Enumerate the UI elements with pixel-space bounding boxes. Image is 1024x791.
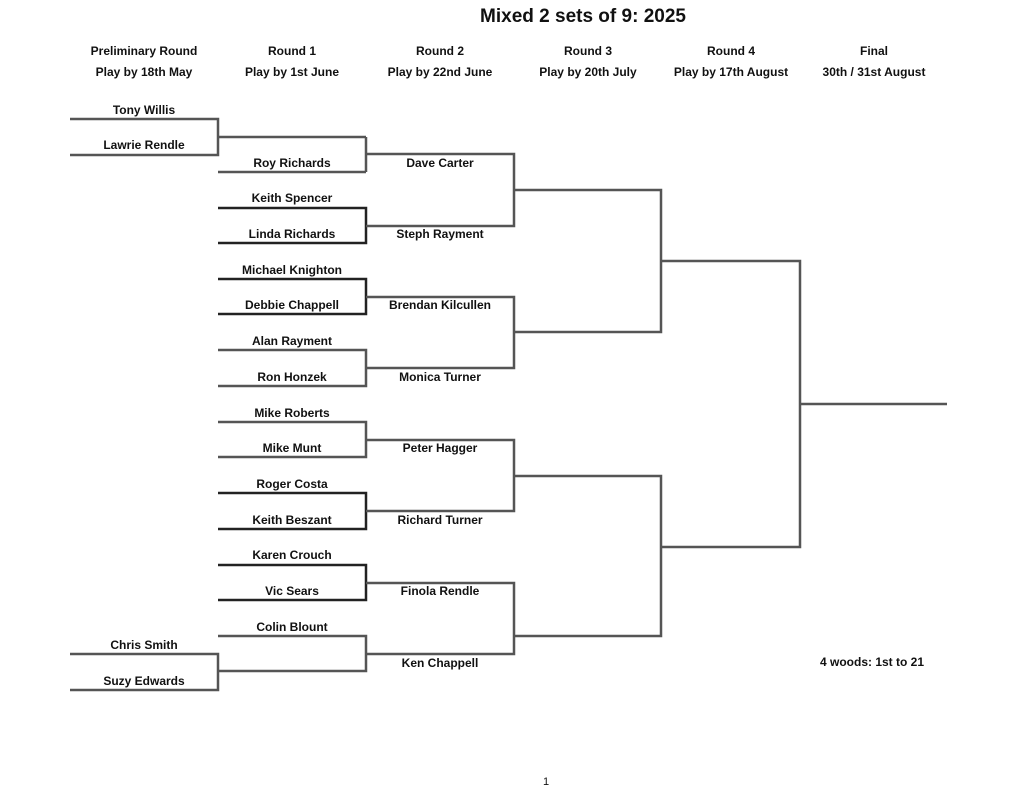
- round-deadline: Play by 1st June: [244, 65, 340, 79]
- header-preliminary-round: Preliminary Round Play by 18th May: [64, 44, 224, 79]
- round-deadline: Play by 20th July: [539, 65, 637, 79]
- player-round-2: Peter Hagger: [402, 441, 478, 455]
- round-deadline: Play by 17th August: [673, 65, 789, 79]
- player-round-1: Ron Honzek: [257, 370, 327, 384]
- round-name: Round 2: [416, 44, 464, 58]
- round-name: Round 1: [268, 44, 316, 58]
- player-preliminary: Suzy Edwards: [103, 674, 185, 688]
- player-round-1: Mike Roberts: [254, 406, 330, 420]
- player-round-2: Brendan Kilcullen: [388, 298, 492, 312]
- header-round-3: Round 3 Play by 20th July: [508, 44, 668, 79]
- player-round-1: Vic Sears: [265, 584, 319, 598]
- player-round-1: Colin Blount: [256, 620, 328, 634]
- scoring-note: 4 woods: 1st to 21: [820, 655, 925, 669]
- round-name: Round 3: [564, 44, 612, 58]
- header-round-2: Round 2 Play by 22nd June: [360, 44, 520, 79]
- player-round-1: Keith Beszant: [252, 513, 332, 527]
- page-number: 1: [542, 776, 550, 788]
- header-final: Final 30th / 31st August: [794, 44, 954, 79]
- player-preliminary: Lawrie Rendle: [103, 138, 185, 152]
- round-name: Preliminary Round: [90, 44, 198, 58]
- round-deadline: Play by 22nd June: [387, 65, 493, 79]
- player-round-1: Debbie Chappell: [244, 298, 339, 312]
- player-round-1: Roger Costa: [256, 477, 328, 491]
- player-preliminary: Tony Willis: [112, 103, 176, 117]
- page-title: Mixed 2 sets of 9: 2025: [480, 6, 686, 27]
- player-round-1: Roy Richards: [253, 156, 331, 170]
- round-deadline: 30th / 31st August: [822, 65, 926, 79]
- player-round-1: Michael Knighton: [242, 263, 342, 277]
- player-round-2: Richard Turner: [397, 513, 483, 527]
- player-round-2: Finola Rendle: [400, 584, 480, 598]
- player-round-1: Mike Munt: [262, 441, 322, 455]
- player-round-2: Monica Turner: [399, 370, 481, 384]
- player-preliminary: Chris Smith: [110, 638, 178, 652]
- round-name: Final: [859, 44, 888, 58]
- player-round-1: Linda Richards: [248, 227, 336, 241]
- player-round-2: Ken Chappell: [401, 656, 479, 670]
- player-round-1: Keith Spencer: [251, 191, 333, 205]
- header-round-4: Round 4 Play by 17th August: [651, 44, 811, 79]
- player-round-1: Alan Rayment: [251, 334, 333, 348]
- player-round-2: Dave Carter: [406, 156, 474, 170]
- round-name: Round 4: [707, 44, 755, 58]
- player-round-1: Karen Crouch: [252, 548, 332, 562]
- header-round-1: Round 1 Play by 1st June: [212, 44, 372, 79]
- round-deadline: Play by 18th May: [95, 65, 193, 79]
- player-round-2: Steph Rayment: [396, 227, 484, 241]
